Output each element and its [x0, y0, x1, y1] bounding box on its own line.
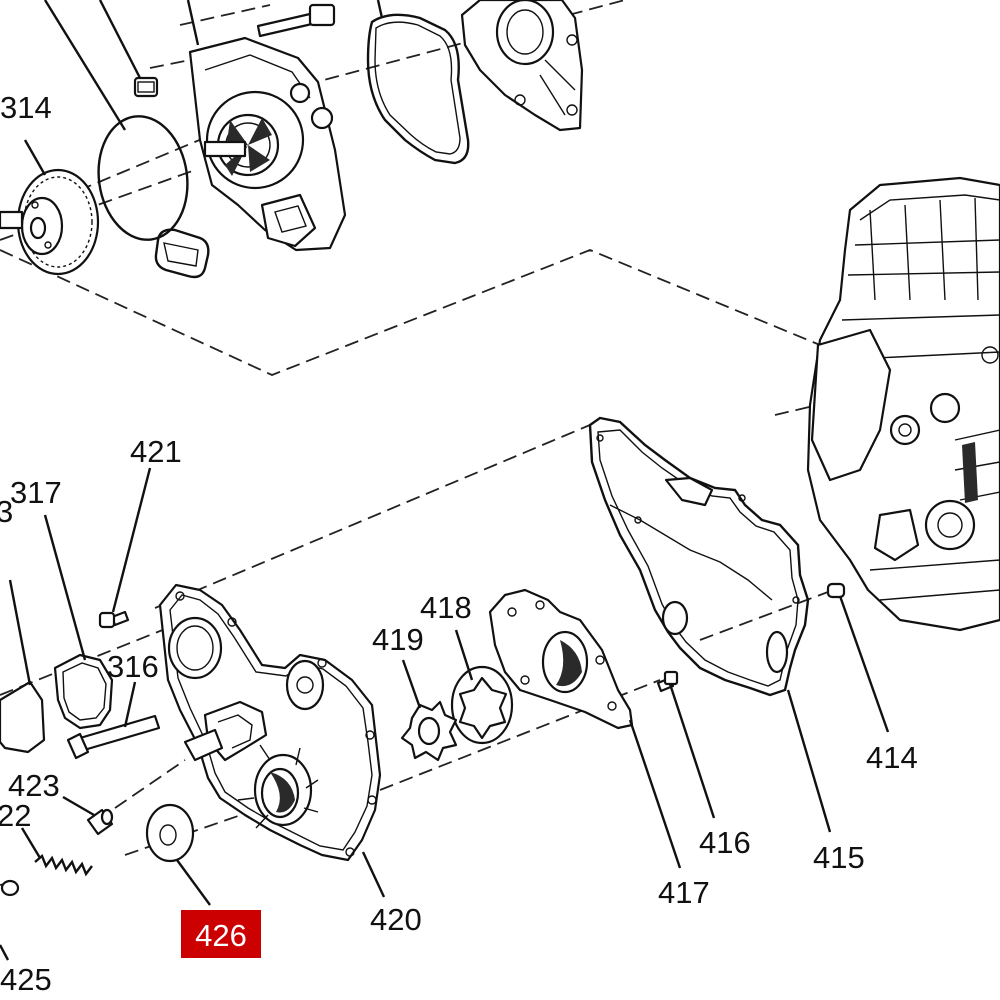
- callout-314-top: 314: [0, 90, 52, 125]
- bolt-421-part: [98, 610, 130, 629]
- pump-gasket-part: [366, 13, 470, 165]
- pump-cover-part: [460, 0, 584, 132]
- sleeve-423-part: [86, 808, 114, 836]
- callout-317: 317: [10, 475, 62, 510]
- dowel-pin-414-part: [826, 582, 846, 599]
- callout-417: 417: [658, 875, 710, 910]
- callout-416: 416: [699, 825, 751, 860]
- round-gasket-part: [97, 115, 189, 241]
- highlight-label: 426: [195, 918, 247, 953]
- callout-421: 421: [130, 434, 182, 469]
- drain-plug-part: [133, 76, 159, 98]
- outer-rotor-418-part: [450, 665, 514, 745]
- inner-rotor-419-part: [400, 700, 458, 762]
- bolt-416-part: [656, 670, 679, 693]
- highlighted-callout-426: 426: [181, 910, 261, 958]
- oil-pump-cover-417-part: [488, 588, 634, 730]
- leader-lines: [0, 0, 890, 961]
- water-pump-part: [188, 36, 347, 252]
- highlight-box: [181, 910, 261, 958]
- left-plate-part: [0, 680, 46, 754]
- front-cover-gasket-415-part: [588, 416, 810, 697]
- cam-sprocket-part: [0, 168, 100, 276]
- callout-419: 419: [372, 622, 424, 657]
- callout-423: 423: [8, 768, 60, 803]
- callout-425: 425: [0, 962, 52, 997]
- callout-labels: 314 421 317 3 316 423 22 425 418 419 420…: [0, 90, 918, 997]
- seal-plate-317-part: [53, 653, 114, 730]
- callout-415: 415: [813, 840, 865, 875]
- front-cover-420-part: [158, 583, 382, 862]
- washer-426-part: [145, 803, 195, 863]
- callout-422: 22: [0, 798, 31, 833]
- upper-assembly-lines: [0, 0, 861, 416]
- engine-block-part: [806, 176, 1000, 632]
- clip-425-part: [0, 879, 20, 897]
- callout-edge-3: 3: [0, 494, 13, 529]
- spring-422-part: [34, 853, 93, 877]
- top-bolt-part: [256, 3, 336, 38]
- bolt-316-part: [66, 714, 161, 760]
- callout-414: 414: [866, 740, 918, 775]
- callout-420: 420: [370, 902, 422, 937]
- callout-418: 418: [420, 590, 472, 625]
- small-square-seal-part: [154, 228, 210, 279]
- callout-316: 316: [107, 649, 159, 684]
